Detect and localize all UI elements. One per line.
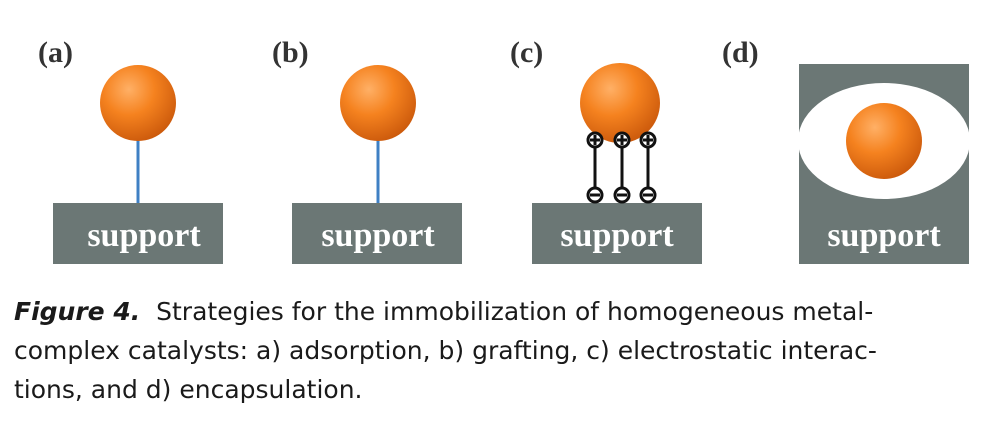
panel-c-ion-pair-3 <box>639 131 657 204</box>
panel-c-ion-pair-1 <box>586 131 604 204</box>
panel-d-support-label: support <box>827 217 941 254</box>
panel-a-label: (a) <box>38 36 73 69</box>
figure-caption: Figure 4. Strategies for the immobilizat… <box>14 292 974 409</box>
figure-number: Figure 4. <box>14 297 141 326</box>
panel-d-label: (d) <box>722 36 759 69</box>
panel-d: (d) support <box>722 36 970 264</box>
panel-a-catalyst-sphere <box>100 65 176 141</box>
panel-c: (c) support <box>510 36 702 264</box>
caption-line-2: complex catalysts: a) adsorption, b) gra… <box>14 336 877 365</box>
panel-b: (b) support <box>272 36 462 264</box>
panel-c-support-block <box>532 203 702 264</box>
panel-a-support-label: support <box>87 217 201 254</box>
panel-b-support-label: support <box>321 217 435 254</box>
panel-a-support-block <box>53 203 223 264</box>
panel-c-support-label: support <box>560 217 674 254</box>
panel-b-label: (b) <box>272 36 309 69</box>
panel-c-ion-pair-2 <box>613 131 631 204</box>
panel-b-catalyst-sphere <box>340 65 416 141</box>
panel-a: (a) support <box>38 36 223 264</box>
caption-line-1: Figure 4. Strategies for the immobilizat… <box>14 292 974 331</box>
panel-c-label: (c) <box>510 36 543 69</box>
caption-line-3: tions, and d) encapsulation. <box>14 375 363 404</box>
caption-text-1: Strategies for the immobilization of hom… <box>156 297 874 326</box>
panel-c-catalyst-sphere <box>580 63 660 143</box>
panel-d-catalyst-sphere <box>846 103 922 179</box>
panel-b-support-block <box>292 203 462 264</box>
immobilization-strategies-diagram: (a) support (b) support (c) <box>38 36 970 264</box>
